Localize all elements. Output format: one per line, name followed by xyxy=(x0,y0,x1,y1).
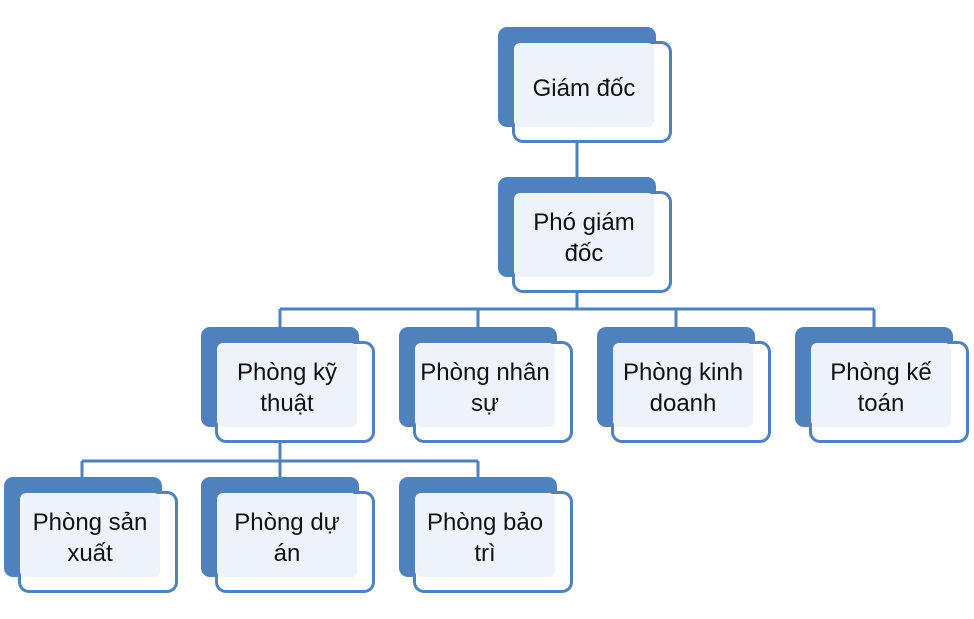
node-card-fill xyxy=(217,343,357,427)
node-technical-dept-label: Phòng kỹ thuật xyxy=(236,359,338,417)
node-technical-dept: Phòng kỹ thuật xyxy=(201,327,379,447)
node-accounting-dept: Phòng kế toán xyxy=(795,327,973,447)
node-sales-dept-label: Phòng kinh doanh xyxy=(622,359,744,417)
node-project-unit-label: Phòng dự án xyxy=(234,509,340,567)
node-maintenance-unit: Phòng bảo trì xyxy=(399,477,577,597)
node-card-fill xyxy=(415,493,555,577)
node-director: Giám đốc xyxy=(498,27,676,147)
node-card-fill xyxy=(811,343,951,427)
node-card-fill xyxy=(415,343,555,427)
node-maintenance-unit-label: Phòng bảo trì xyxy=(426,509,544,567)
node-deputy-director: Phó giám đốc xyxy=(498,177,676,297)
node-production-unit: Phòng sản xuất xyxy=(4,477,182,597)
node-sales-dept: Phòng kinh doanh xyxy=(597,327,775,447)
node-project-unit: Phòng dự án xyxy=(201,477,379,597)
node-card-fill xyxy=(217,493,357,577)
node-hr-dept: Phòng nhân sự xyxy=(399,327,577,447)
node-director-label: Giám đốc xyxy=(532,74,636,102)
node-card-fill xyxy=(613,343,753,427)
node-card-fill xyxy=(514,193,654,277)
node-accounting-dept-label: Phòng kế toán xyxy=(830,359,932,417)
node-card-fill xyxy=(514,43,654,127)
node-card-fill xyxy=(20,493,160,577)
node-deputy-director-label: Phó giám đốc xyxy=(533,209,635,267)
node-hr-dept-label: Phòng nhân sự xyxy=(420,359,550,417)
node-production-unit-label: Phòng sản xuất xyxy=(32,509,148,567)
